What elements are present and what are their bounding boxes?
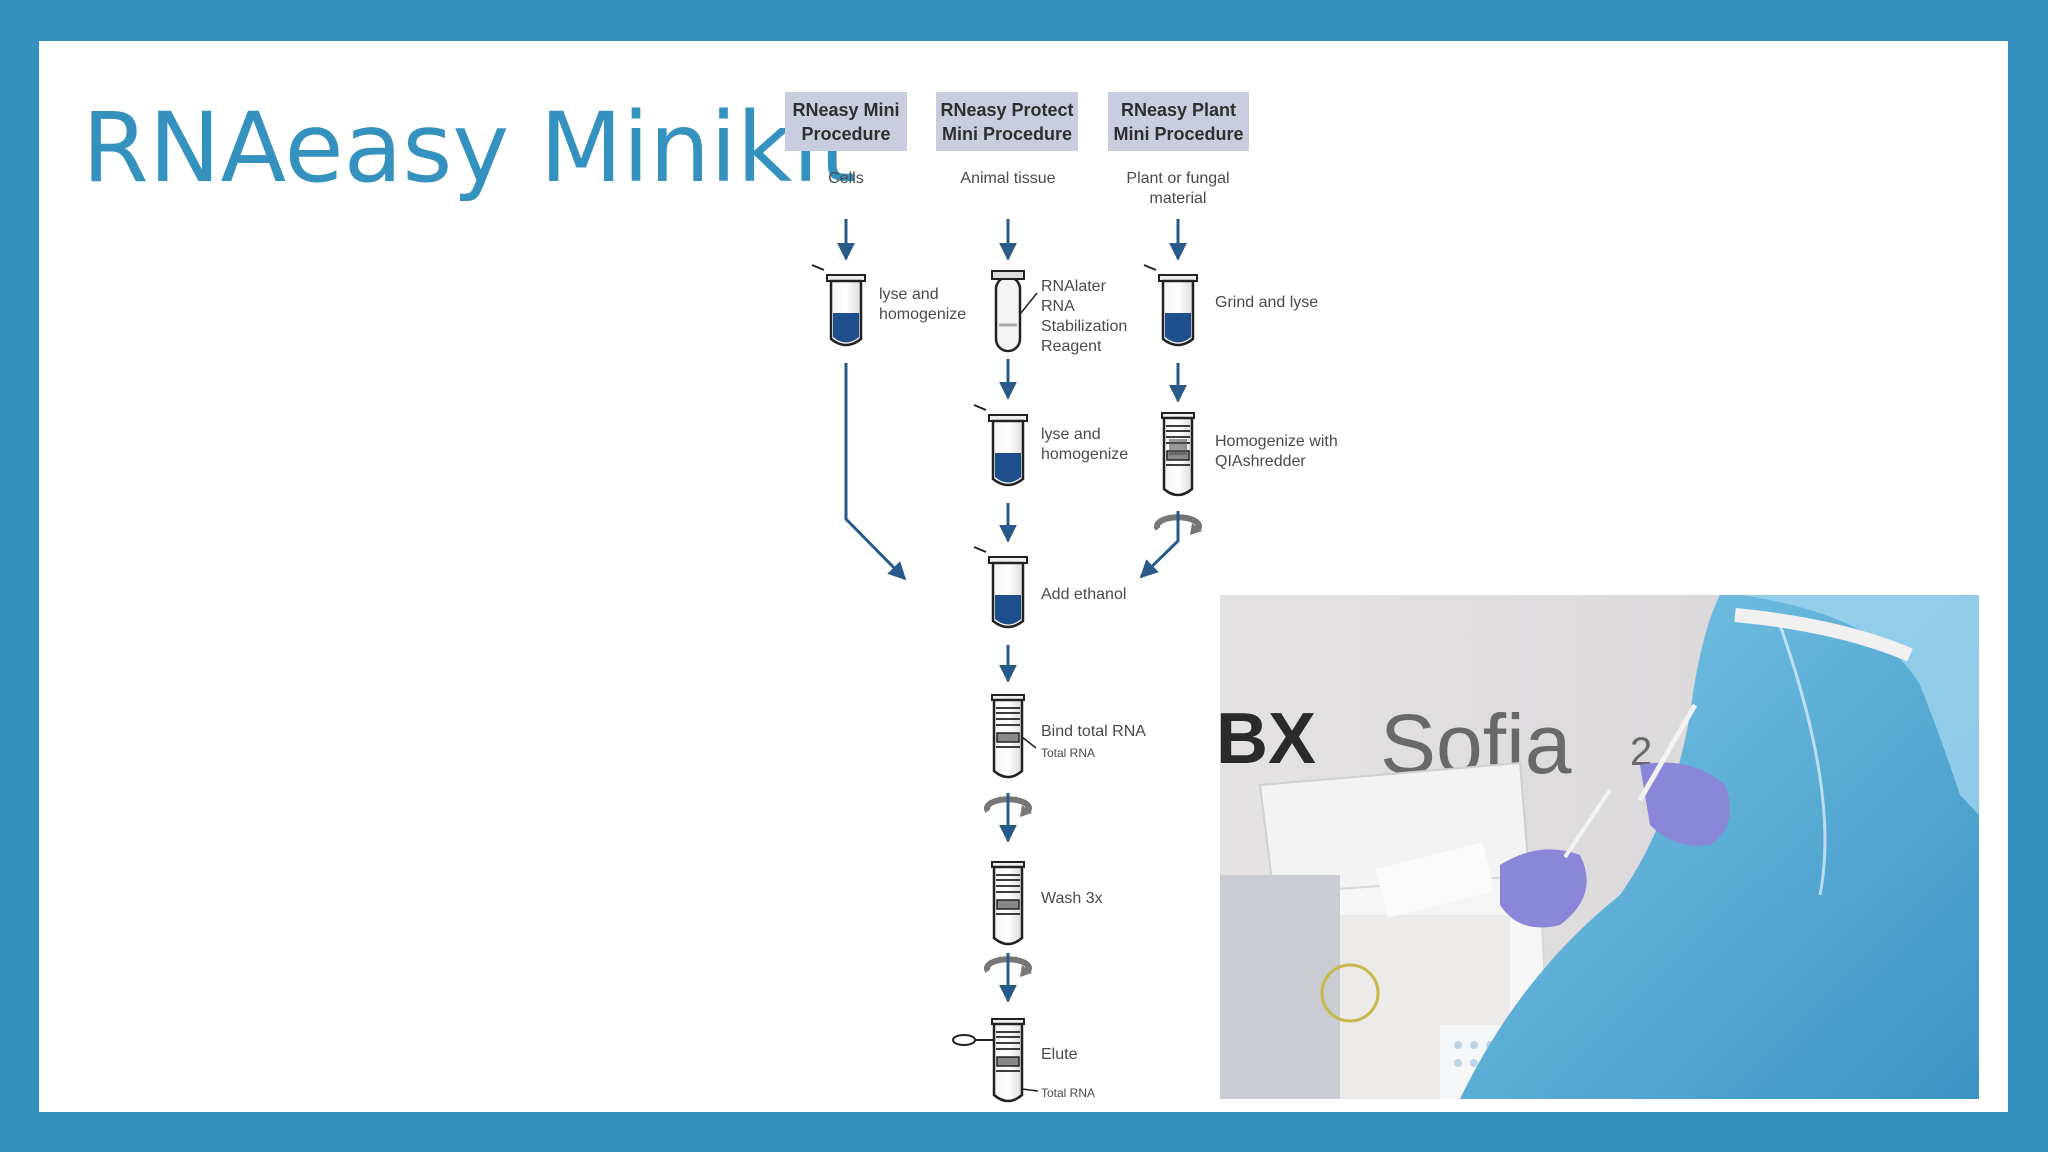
step-ethanol: Add ethanol (1041, 586, 1127, 603)
slide: RNAeasy Minikit RNeasy Mini Procedure RN… (39, 41, 2008, 1112)
step-elute-sub: Total RNA (1041, 1086, 1096, 1100)
header-rneasy-mini: RNeasy Mini Procedure (785, 92, 907, 151)
step-shredder: Homogenize with QIAshredder (1215, 432, 1338, 472)
lab-photo: BX Sofia 2 (1220, 595, 1979, 1099)
step-line: Homogenize with (1215, 433, 1338, 450)
step-rnalater: RNAlater RNA Stabilization Reagent (1041, 277, 1127, 357)
photo-sign-sup: 2 (1630, 730, 1652, 774)
step-line: Reagent (1041, 338, 1102, 355)
step-line: lyse and (879, 286, 939, 303)
step-wash: Wash 3x (1041, 890, 1103, 907)
source-cells: Cells (828, 170, 864, 187)
lab-photo-illustration: BX Sofia 2 (1220, 595, 1979, 1099)
header-line: RNeasy Protect (940, 99, 1074, 120)
step-line: RNAlater (1041, 278, 1106, 295)
header-line: Mini Procedure (941, 123, 1073, 144)
header-line: RNeasy Mini (792, 99, 900, 120)
header-line: Mini Procedure (1113, 123, 1244, 144)
step-bind: Bind total RNA (1041, 723, 1146, 740)
step-line: Stabilization (1041, 318, 1128, 335)
source-plant: Plant or fungal material (1108, 169, 1248, 209)
workflow-diagram (810, 219, 2008, 1103)
step-protect-lyse: lyse and homogenize (1041, 425, 1128, 465)
step-line: lyse and (1041, 426, 1101, 443)
step-grind: Grind and lyse (1215, 294, 1319, 311)
source-plant-line: material (1149, 190, 1207, 207)
step-line: RNA (1041, 298, 1075, 315)
source-plant-line: Plant or fungal (1126, 170, 1230, 187)
header-rneasy-protect: RNeasy Protect Mini Procedure (936, 92, 1078, 151)
step-line: QIAshredder (1215, 453, 1306, 470)
source-animal-tissue: Animal tissue (960, 170, 1056, 187)
step-bind-sub: Total RNA (1041, 746, 1096, 760)
header-rneasy-plant: RNeasy Plant Mini Procedure (1108, 92, 1249, 151)
step-line: homogenize (879, 306, 967, 323)
step-line: homogenize (1041, 446, 1129, 463)
slide-title: RNAeasy Minikit (82, 92, 857, 204)
header-line: RNeasy Plant (1120, 99, 1237, 120)
step-elute: Elute (1041, 1046, 1078, 1063)
step-mini-lyse: lyse and homogenize (879, 285, 966, 325)
photo-sign-left: BX (1220, 699, 1316, 779)
header-line: Procedure (801, 123, 891, 144)
